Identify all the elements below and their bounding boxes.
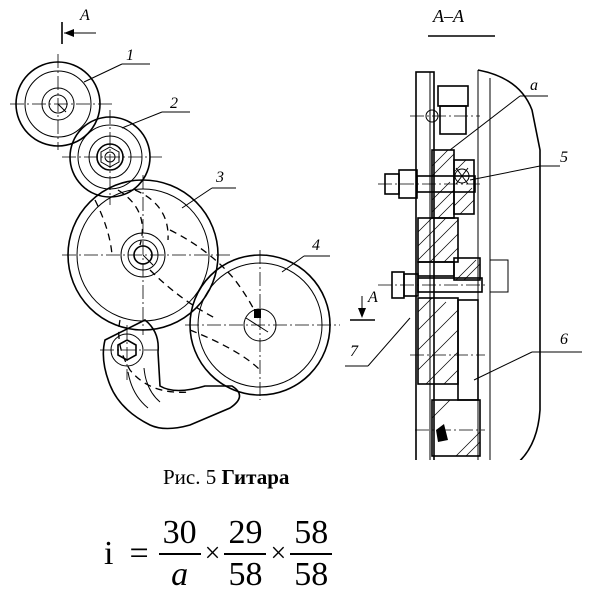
gear-3 (62, 175, 230, 335)
fraction-3-denominator: 58 (294, 556, 329, 593)
callout-1: 1 (126, 47, 134, 64)
times-sign-1: × (204, 538, 221, 569)
fraction-3: 58 58 (290, 514, 333, 593)
caption-prefix: Рис. 5 (163, 465, 217, 489)
section-cut-marker-top: A (61, 7, 96, 44)
callout-3: 3 (215, 169, 224, 186)
hidden-lever-contours (94, 189, 261, 393)
callout-a: a (530, 77, 538, 94)
section-cut-marker-side: А (350, 289, 378, 321)
gear-1 (10, 54, 112, 150)
guitar-mechanism-drawing: A (10, 6, 582, 460)
gear-4 (185, 250, 340, 400)
fraction-2-denominator: 58 (228, 556, 263, 593)
fraction-1: 30 a (158, 514, 201, 593)
gear-ratio-formula: i = 30 a × 29 58 × 58 58 (96, 508, 334, 600)
section-cut-label: А (367, 289, 378, 306)
callout-4: 4 (312, 237, 320, 254)
fraction-1-denominator: a (171, 556, 189, 593)
caption-title: Гитара (221, 465, 290, 489)
formula-lhs: i (104, 535, 114, 572)
gear-2 (62, 110, 162, 205)
fraction-2-numerator: 29 (228, 514, 263, 552)
section-marker-label: A (79, 7, 90, 24)
callout-7: 7 (350, 343, 359, 360)
callouts-left: 1 2 3 4 (83, 47, 330, 273)
section-title: А–А (428, 6, 495, 37)
formula-equals: = (129, 535, 149, 572)
callouts-right: a 5 6 7 (345, 77, 582, 381)
fraction-3-numerator: 58 (294, 514, 329, 552)
callout-6: 6 (560, 331, 568, 348)
times-sign-2: × (270, 538, 287, 569)
callout-2: 2 (170, 95, 178, 112)
callout-5: 5 (560, 149, 568, 166)
figure-caption: Рис. 5 Гитара (163, 465, 289, 490)
fraction-1-numerator: 30 (162, 514, 197, 552)
sectional-view (378, 69, 541, 460)
section-title-text: А–А (432, 6, 465, 26)
quadrant-bracket (100, 319, 241, 430)
fraction-2: 29 58 (224, 514, 267, 593)
